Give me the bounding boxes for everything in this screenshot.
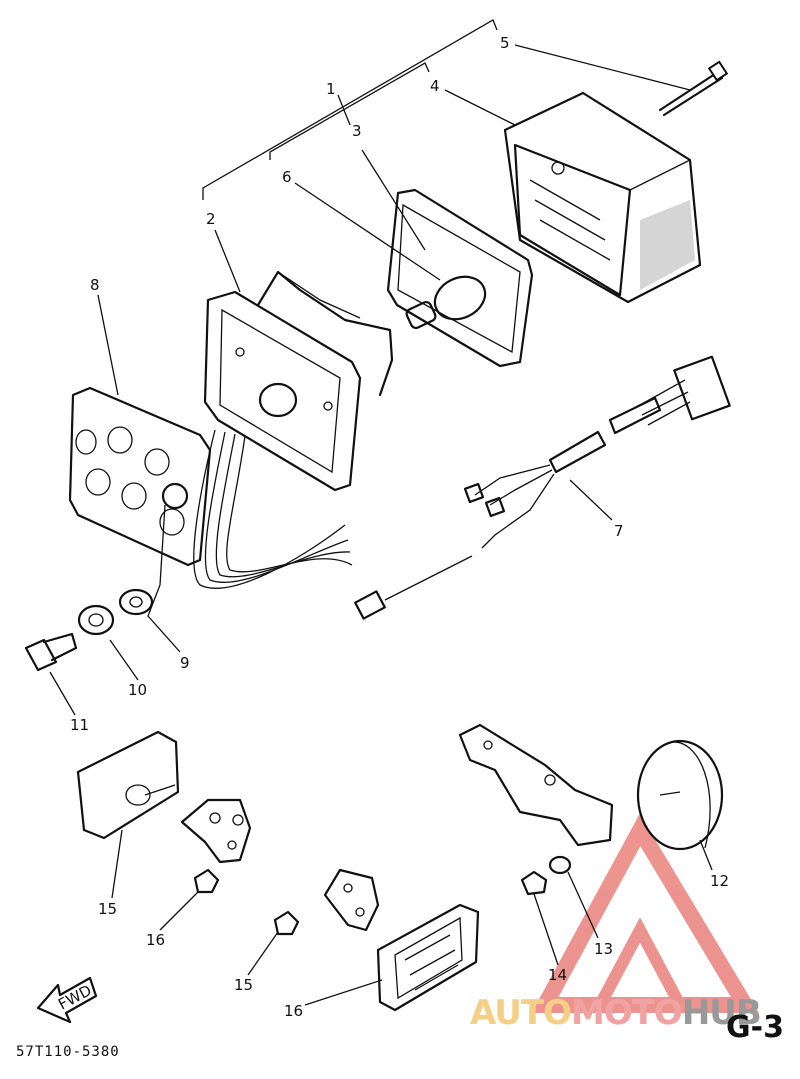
callout-labels: 1 2 3 4 5 6 7 8 9 10 11 12 13 14 15 16 1… [70,34,729,1020]
callout-4: 4 [430,77,440,95]
callout-14: 14 [548,966,567,984]
rear-reflector-assembly [458,723,724,896]
callout-2: 2 [206,210,216,228]
callout-13: 13 [594,940,613,958]
screw-part [658,60,729,117]
bulb-part [405,275,487,330]
callout-16a: 16 [146,931,165,949]
callout-16b: 15 [234,976,253,994]
watermark-part-moto: MOTO [570,993,683,1033]
housing-part [203,270,394,492]
diagram-code: 57T110-5380 [16,1044,120,1060]
watermark-text: AUTOMOTOHUB [470,993,762,1033]
housing-wiring [193,429,353,589]
assembly-brackets [202,19,498,200]
callout-9: 9 [180,654,190,672]
leader-lines [49,44,713,1006]
watermark-logo [531,813,760,1013]
callout-8: 8 [90,276,100,294]
side-reflector-right [273,868,480,1012]
wire-harness-part [354,355,731,620]
callout-6: 6 [282,168,292,186]
callout-7: 7 [614,522,624,540]
side-reflector-left [76,730,252,894]
callout-12: 12 [710,872,729,890]
mounting-plate-part [68,386,212,567]
callout-1: 1 [326,80,336,98]
fastener-parts [24,588,154,672]
callout-10: 10 [128,681,147,699]
fwd-arrow-icon: FWD [36,976,98,1024]
callout-11: 11 [70,716,89,734]
callout-3: 3 [352,122,362,140]
lens-part [503,91,702,304]
watermark-part-auto: AUTO [470,993,572,1033]
callout-5: 5 [500,34,510,52]
page-reference: G-3 [726,1010,784,1045]
callout-15a: 15 [98,900,117,918]
watermark-part-hub: HUB [681,993,762,1033]
callout-15b: 16 [284,1002,303,1020]
gasket-part [386,188,534,368]
